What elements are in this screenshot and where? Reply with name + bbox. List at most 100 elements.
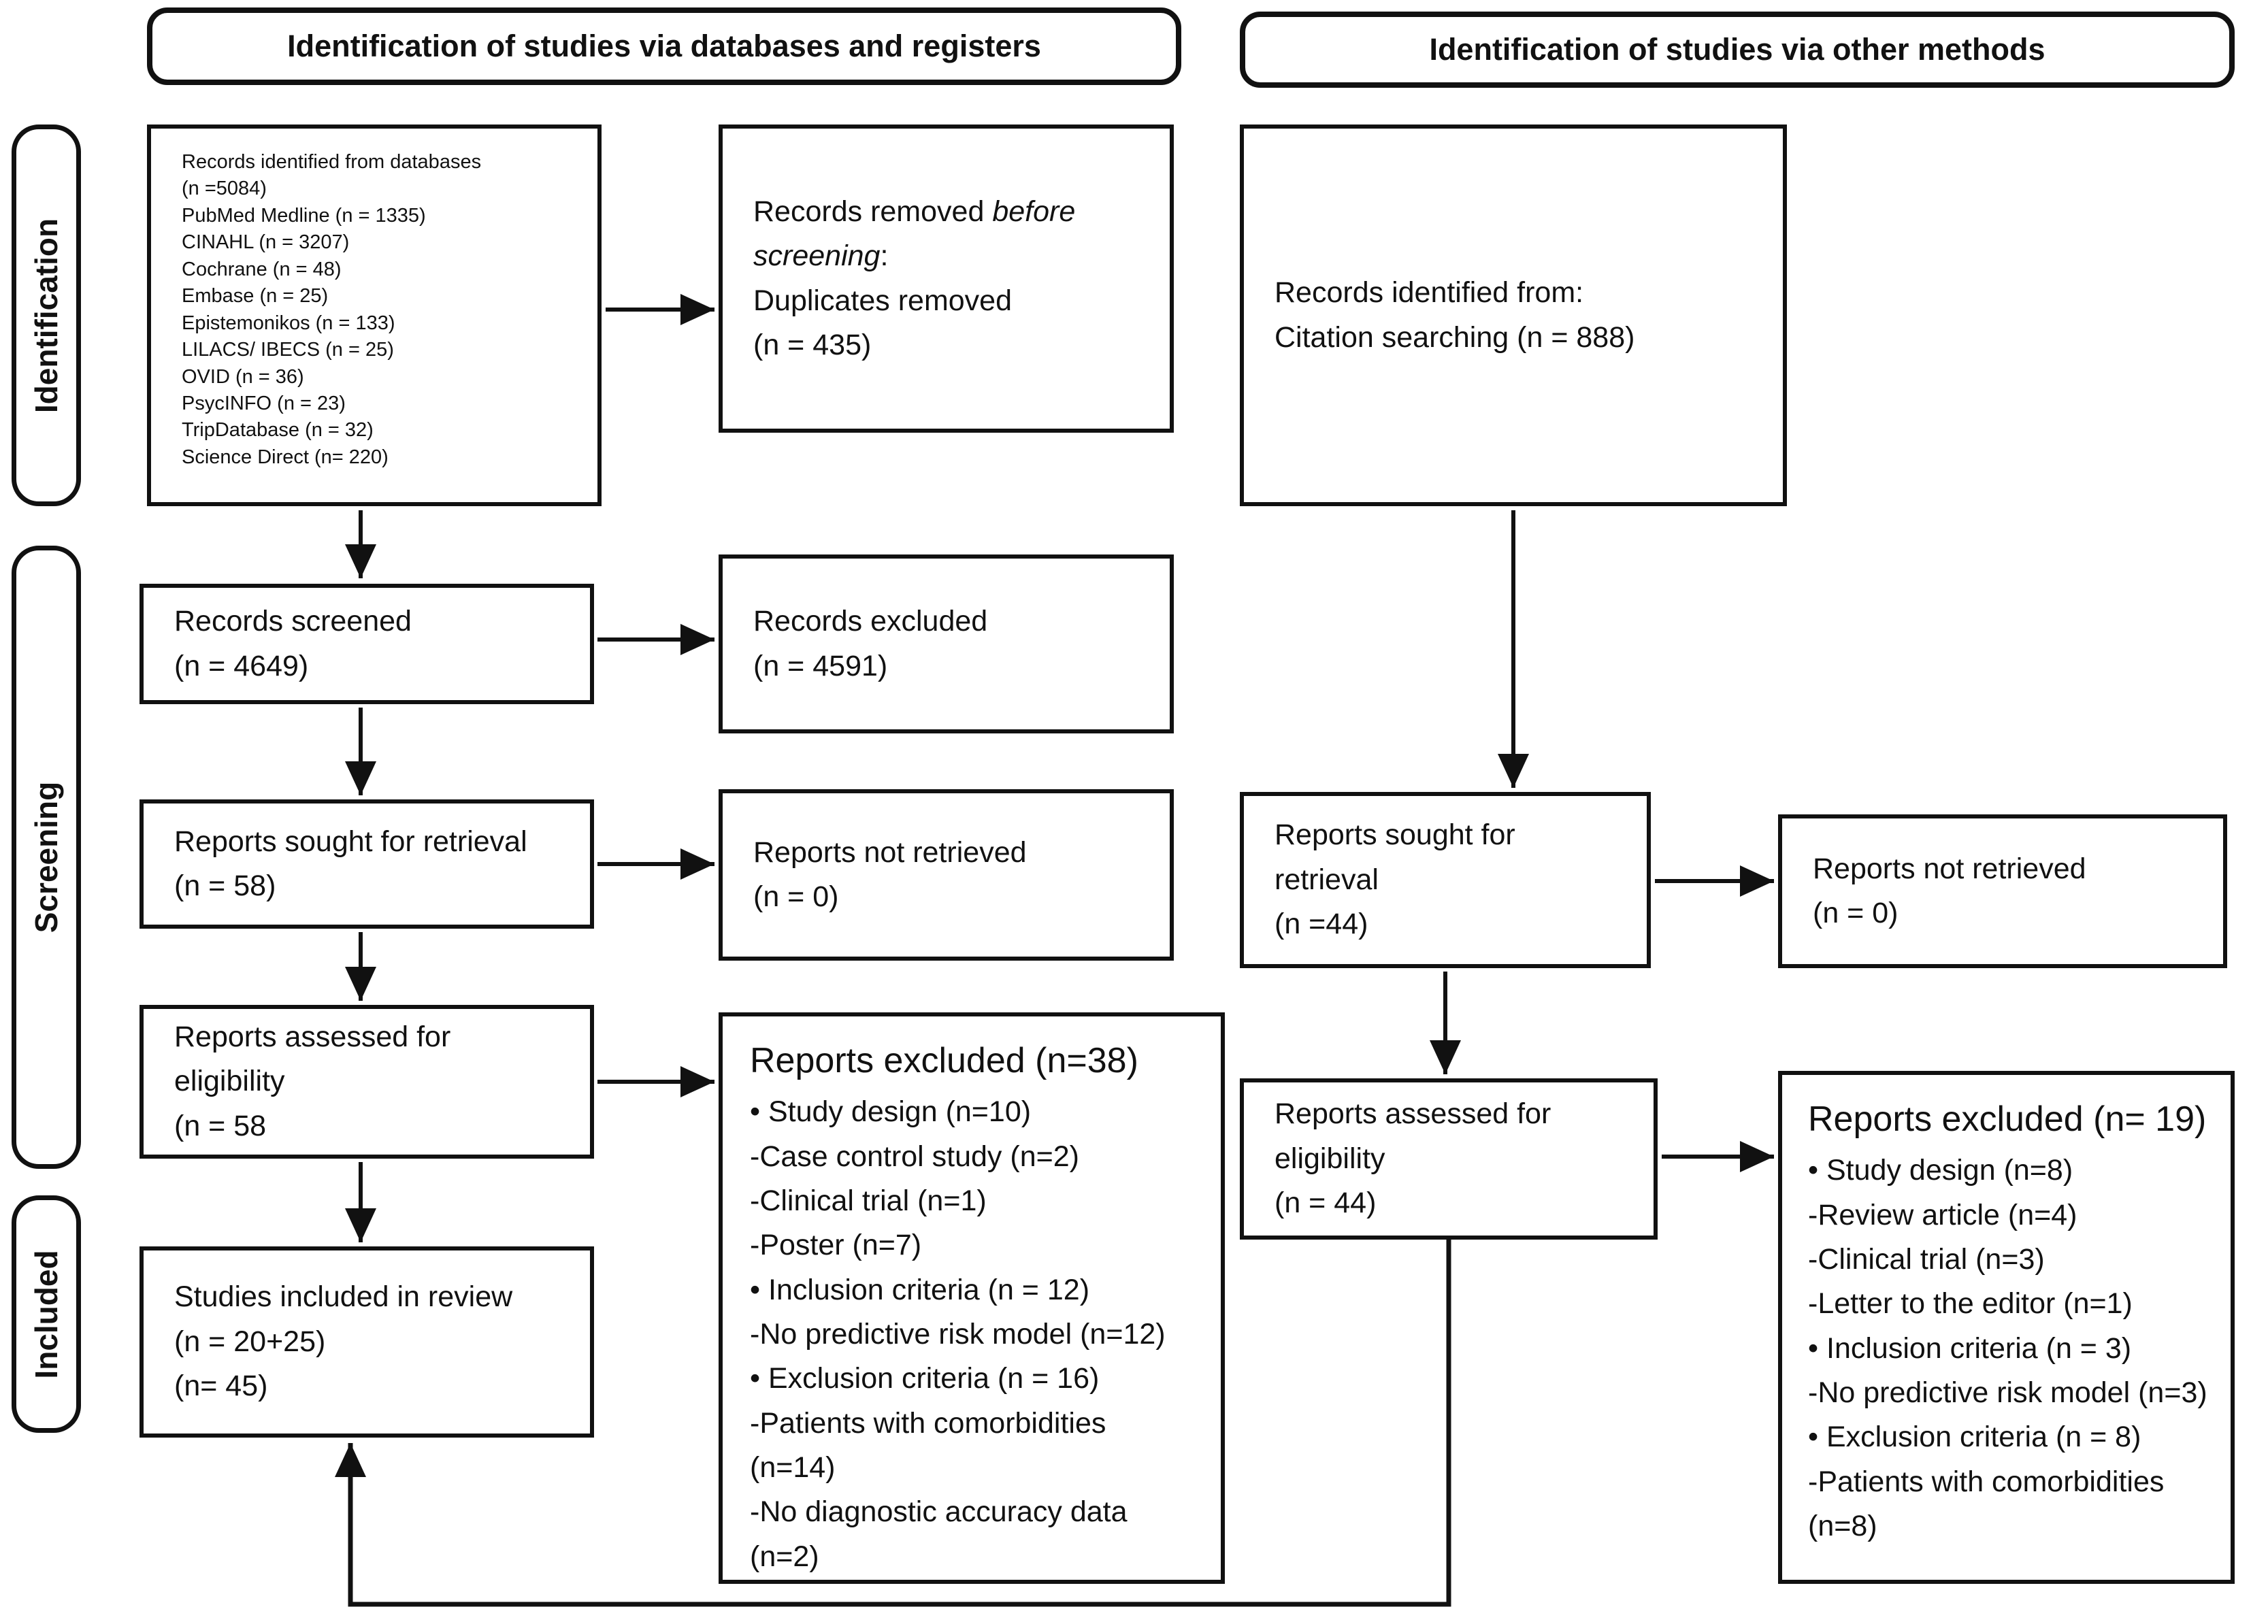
text-line: (n = 58	[174, 1109, 267, 1142]
text-line: (n = 0)	[1813, 897, 1899, 929]
excluded-item: -Patients with comorbidities	[750, 1406, 1106, 1440]
excluded-item: • Study design (n=8)	[1808, 1154, 2073, 1187]
text-line: Records removed before	[753, 195, 1076, 228]
text-line: (n = 20+25)	[174, 1325, 326, 1358]
text-line: Studies included in review	[174, 1280, 513, 1314]
text-line: CINAHL (n = 3207)	[182, 231, 350, 254]
reports-excluded-left-box: Reports excluded (n=38) • Study design (…	[719, 1012, 1225, 1584]
box-text: Reports assessed for eligibility (n = 44)	[1275, 1092, 1641, 1225]
studies-included-box: Studies included in review (n = 20+25) (n=…	[139, 1246, 594, 1438]
box-text: Reports not retrieved (n = 0)	[1813, 847, 2211, 936]
excluded-title: Reports excluded (n=38)	[750, 1041, 1138, 1080]
text-line: (n = 0)	[753, 880, 839, 913]
stage-identification: Identification	[12, 125, 81, 506]
text-line: (n = 4649)	[174, 649, 309, 682]
text-line: (n = 435)	[753, 328, 872, 361]
excluded-item: (n=14)	[750, 1451, 836, 1485]
text-line: Duplicates removed	[753, 284, 1013, 317]
text-line: Science Direct (n= 220)	[182, 446, 389, 468]
box-text: Reports not retrieved (n = 0)	[753, 831, 1157, 920]
excluded-items: • Study design (n=8) -Review article (n=4…	[1808, 1148, 2218, 1548]
reports-not-retrieved-left-box: Reports not retrieved (n = 0)	[719, 789, 1174, 961]
box-text: Reports assessed for eligibility (n = 58	[174, 1015, 578, 1148]
text-line: Records screened	[174, 605, 412, 638]
text-line: eligibility	[1275, 1142, 1385, 1175]
excluded-item: -No predictive risk model (n=12)	[750, 1317, 1166, 1350]
text-line: eligibility	[174, 1065, 285, 1098]
excluded-item: (n=2)	[750, 1540, 819, 1573]
text-line: Records identified from databases	[182, 151, 482, 173]
header-other-methods: Identification of studies via other meth…	[1240, 12, 2235, 88]
text-line: (n =44)	[1275, 908, 1368, 941]
box-text: Records identified from: Citation searchi…	[1275, 271, 1771, 360]
text-line: (n= 45)	[174, 1370, 268, 1403]
text-line: screening:	[753, 239, 889, 273]
records-identified-databases-box: Records identified from databases (n =508…	[147, 125, 602, 506]
arrow-assessed-right-to-included	[335, 1240, 1451, 1607]
excluded-item: (n=8)	[1808, 1510, 1877, 1543]
records-excluded-box: Records excluded (n = 4591)	[719, 554, 1174, 733]
reports-not-retrieved-right-box: Reports not retrieved (n = 0)	[1778, 814, 2227, 968]
text-line: (n =5084)	[182, 178, 267, 200]
records-screened-box: Records screened (n = 4649)	[139, 584, 594, 704]
excluded-item: -Poster (n=7)	[750, 1229, 922, 1262]
excluded-item: • Study design (n=10)	[750, 1095, 1032, 1129]
excluded-item: -Patients with comorbidities	[1808, 1465, 2165, 1498]
stage-label-identification: Identification	[29, 218, 64, 413]
reports-assessed-left-box: Reports assessed for eligibility (n = 58	[139, 1005, 594, 1159]
text-line: retrieval	[1275, 863, 1379, 896]
stage-screening: Screening	[12, 546, 81, 1169]
box-text: Studies included in review (n = 20+25) (n=…	[174, 1275, 578, 1408]
text-line: Reports sought for retrieval	[174, 825, 527, 858]
excluded-item: -Case control study (n=2)	[750, 1140, 1079, 1173]
excluded-item: -Letter to the editor (n=1)	[1808, 1287, 2133, 1321]
stage-label-screening: Screening	[29, 781, 64, 933]
excluded-item: -Review article (n=4)	[1808, 1198, 2077, 1231]
reports-assessed-right-box: Reports assessed for eligibility (n = 44)	[1240, 1078, 1658, 1240]
text-line: Reports assessed for	[1275, 1097, 1551, 1131]
reports-sought-left-box: Reports sought for retrieval (n = 58)	[139, 799, 594, 929]
text-line: Reports not retrieved	[753, 835, 1027, 869]
box-text: Records excluded (n = 4591)	[753, 599, 1157, 689]
text-line: OVID (n = 36)	[182, 365, 304, 388]
box-text: Records screened (n = 4649)	[174, 599, 578, 689]
excluded-item: • Exclusion criteria (n = 16)	[750, 1362, 1100, 1395]
text-line: PubMed Medline (n = 1335)	[182, 204, 426, 227]
excluded-item: • Exclusion criteria (n = 8)	[1808, 1421, 2141, 1454]
text-line: TripDatabase (n = 32)	[182, 419, 374, 442]
excluded-items: • Study design (n=10) -Case control study…	[750, 1090, 1209, 1579]
header-databases-registers: Identification of studies via databases …	[147, 7, 1181, 85]
text-line: PsycINFO (n = 23)	[182, 392, 346, 414]
excluded-item: • Inclusion criteria (n = 12)	[750, 1273, 1090, 1306]
box-text: Reports sought for retrieval (n = 58)	[174, 820, 578, 909]
text-line: Embase (n = 25)	[182, 285, 329, 308]
text-line: Cochrane (n = 48)	[182, 258, 342, 280]
text-line: (n = 4591)	[753, 649, 888, 682]
box-text: Records identified from databases (n =508…	[182, 149, 585, 471]
stage-included: Included	[12, 1195, 81, 1433]
excluded-item: -No diagnostic accuracy data	[750, 1495, 1128, 1529]
text-line: Records excluded	[753, 605, 988, 638]
box-text: Reports sought for retrieval (n =44)	[1275, 813, 1634, 946]
text-line: (n = 58)	[174, 869, 276, 902]
text-line: Records identified from:	[1275, 276, 1584, 310]
reports-excluded-right-box: Reports excluded (n= 19) • Study design …	[1778, 1071, 2235, 1584]
reports-sought-right-box: Reports sought for retrieval (n =44)	[1240, 792, 1651, 968]
text-line: Citation searching (n = 888)	[1275, 320, 1635, 354]
text-line: LILACS/ IBECS (n = 25)	[182, 339, 394, 361]
records-removed-box: Records removed before screening: Duplic…	[719, 125, 1174, 433]
text-line: Epistemonikos (n = 133)	[182, 312, 395, 334]
stage-label-included: Included	[29, 1249, 64, 1379]
excluded-item: • Inclusion criteria (n = 3)	[1808, 1331, 2132, 1365]
text-line: Reports sought for	[1275, 818, 1515, 852]
excluded-item: -Clinical trial (n=3)	[1808, 1242, 2045, 1276]
excluded-item: -Clinical trial (n=1)	[750, 1184, 987, 1217]
text-line: (n = 44)	[1275, 1187, 1377, 1220]
excluded-title: Reports excluded (n= 19)	[1808, 1099, 2207, 1139]
text-line: Reports not retrieved	[1813, 852, 2086, 885]
text-line: Reports assessed for	[174, 1020, 451, 1053]
header-label: Identification of studies via other meth…	[1429, 32, 2045, 67]
header-label: Identification of studies via databases …	[287, 29, 1041, 63]
